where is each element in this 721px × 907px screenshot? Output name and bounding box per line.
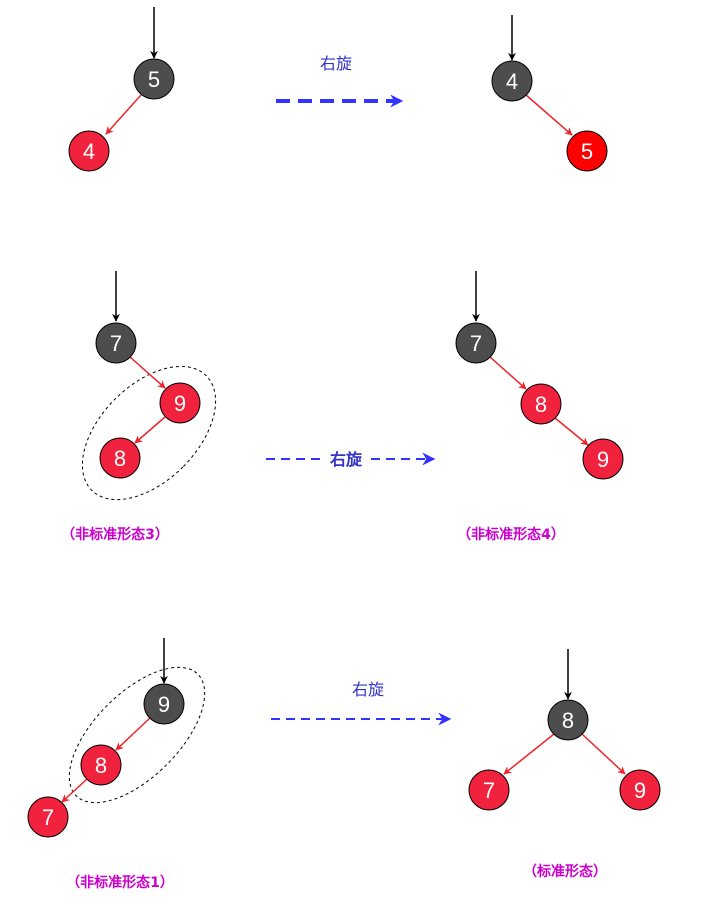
- rotate-right-arrow-1: 右旋: [276, 54, 404, 108]
- node-label: 7: [42, 805, 54, 830]
- highlight-ellipse: [81, 365, 217, 501]
- caption-after: （标准形态）: [523, 863, 607, 880]
- panel-3-after-tree: 8 7 9 （标准形态）: [468, 649, 661, 880]
- node-label: 7: [483, 778, 495, 803]
- node-label: 9: [174, 391, 186, 416]
- node-root-black: 9: [143, 683, 185, 725]
- node-label: 9: [634, 778, 646, 803]
- node-root-black: 5: [133, 58, 175, 100]
- panel-1: 5 4 右旋 4 5: [68, 7, 608, 172]
- node-label: 8: [95, 753, 107, 778]
- node-right-right-red: 9: [582, 438, 624, 480]
- node-left-red: 4: [68, 130, 110, 172]
- operation-label: 右旋: [330, 450, 363, 469]
- edge-5-to-4: [105, 94, 142, 135]
- edge-8-to-9: [581, 733, 626, 775]
- panel-3: 9 8 7 （非标准形态1） 右旋 8: [27, 638, 661, 891]
- caption-before: （非标准形态1）: [66, 874, 174, 891]
- label-background: [326, 449, 366, 469]
- operation-label: 右旋: [352, 680, 384, 699]
- node-right-red: 5: [566, 130, 608, 172]
- panel-2-after-tree: 7 8 9 （非标准形态4）: [455, 271, 624, 543]
- node-left-red: 8: [80, 744, 122, 786]
- node-right-red: 8: [520, 383, 562, 425]
- node-left-left-red: 7: [27, 796, 69, 838]
- rotate-right-arrow-2: 右旋: [266, 449, 436, 469]
- node-label: 8: [535, 392, 547, 417]
- highlight-ellipse: [68, 666, 206, 804]
- node-label: 9: [597, 447, 609, 472]
- panel-2-before-tree: 7 9 8 （非标准形态3）: [61, 271, 217, 543]
- node-label: 8: [114, 446, 126, 471]
- edge-4-to-5: [525, 94, 573, 136]
- node-label: 4: [83, 139, 95, 164]
- panel-2: 7 9 8 （非标准形态3） 右旋 7: [61, 271, 624, 543]
- panel-3-before-tree: 9 8 7 （非标准形态1）: [27, 638, 206, 891]
- rotate-right-arrow-3: 右旋: [271, 680, 452, 726]
- node-right-red: 9: [159, 382, 201, 424]
- edge-8-to-9: [554, 417, 589, 446]
- caption-after: （非标准形态4）: [457, 526, 565, 543]
- panel-1-before-tree: 5 4: [68, 7, 175, 172]
- edge-9-to-8: [134, 416, 166, 444]
- node-right-left-red: 8: [99, 437, 141, 479]
- node-root-black: 7: [455, 322, 497, 364]
- edge-7-to-9: [129, 356, 166, 389]
- node-label: 9: [158, 692, 170, 717]
- node-left-red: 7: [468, 769, 510, 811]
- node-label: 7: [110, 331, 122, 356]
- edge-9-to-8: [115, 717, 151, 751]
- node-root-black: 4: [491, 60, 533, 102]
- edge-7-to-8: [489, 356, 527, 390]
- panel-1-after-tree: 4 5: [491, 15, 608, 172]
- edge-8-to-7: [503, 733, 555, 775]
- node-label: 4: [506, 69, 518, 94]
- operation-label: 右旋: [320, 54, 352, 73]
- edge-8-to-7: [61, 778, 88, 803]
- node-root-black: 8: [547, 699, 589, 741]
- node-label: 5: [581, 139, 593, 164]
- node-label: 8: [562, 708, 574, 733]
- node-label: 5: [148, 67, 160, 92]
- node-label: 7: [470, 331, 482, 356]
- caption-before: （非标准形态3）: [61, 526, 169, 543]
- node-root-black: 7: [95, 322, 137, 364]
- node-right-red: 9: [619, 769, 661, 811]
